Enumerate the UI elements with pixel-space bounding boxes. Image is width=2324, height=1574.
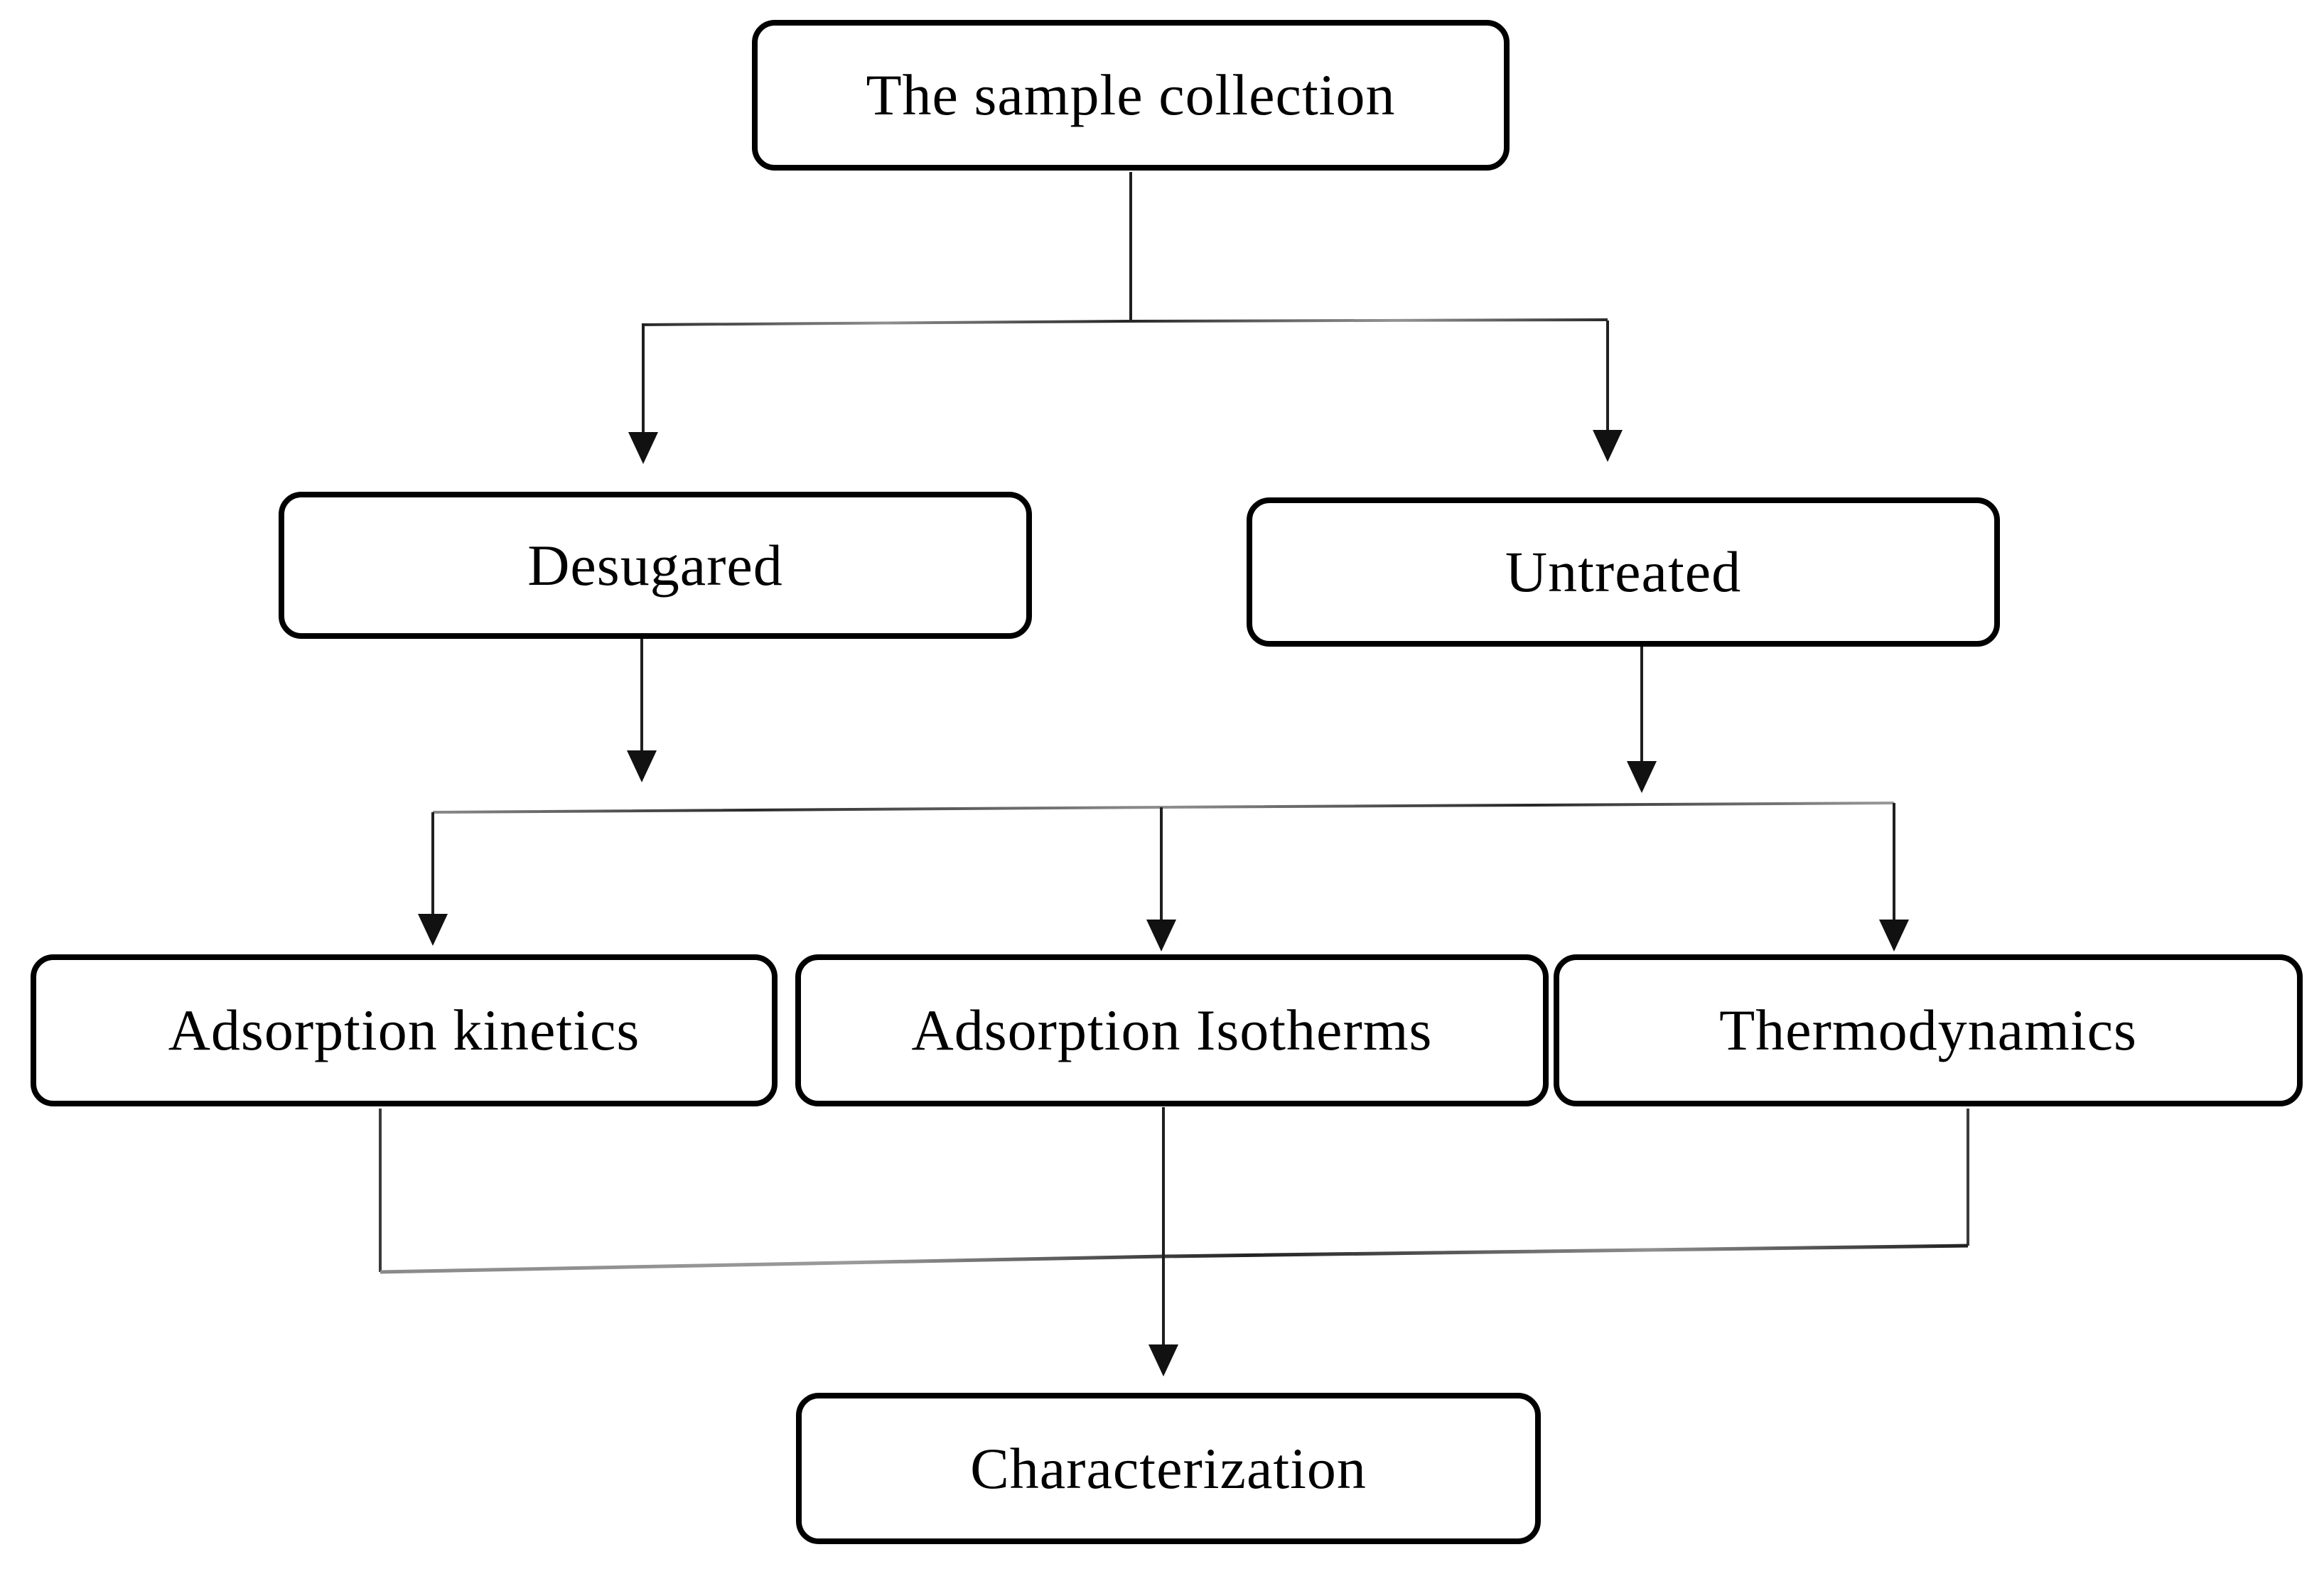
arrowhead-to-untreated <box>1593 430 1623 462</box>
split-rail-top <box>642 318 1608 326</box>
arrowhead-to-characterization <box>1148 1344 1178 1376</box>
node-sample-collection: The sample collection <box>752 20 1510 171</box>
node-characterization: Characterization <box>796 1393 1541 1544</box>
arrowhead-to-thermodynamics <box>1879 920 1909 952</box>
split-rail-middle <box>432 802 1895 814</box>
arrowhead-untreated-out <box>1627 761 1657 793</box>
node-adsorption-isotherms-label: Adsorption Isotherms <box>911 998 1433 1062</box>
node-adsorption-isotherms: Adsorption Isotherms <box>795 954 1549 1106</box>
node-desugared-label: Desugared <box>527 532 783 598</box>
arrowhead-desugared-out <box>627 750 657 782</box>
node-adsorption-kinetics-label: Adsorption kinetics <box>168 998 640 1062</box>
node-thermodynamics: Thermodynamics <box>1554 954 2303 1106</box>
arrowhead-to-isotherms <box>1146 920 1176 952</box>
node-desugared: Desugared <box>279 492 1032 639</box>
arrowhead-to-kinetics <box>418 914 448 946</box>
node-characterization-label: Characterization <box>970 1435 1367 1501</box>
node-untreated: Untreated <box>1247 497 2000 647</box>
collector-rail-bottom <box>380 1244 1969 1274</box>
node-thermodynamics-label: Thermodynamics <box>1719 998 2137 1062</box>
node-sample-collection-label: The sample collection <box>866 63 1396 127</box>
node-untreated-label: Untreated <box>1505 539 1742 604</box>
arrowhead-to-desugared <box>628 432 658 464</box>
node-adsorption-kinetics: Adsorption kinetics <box>31 954 778 1106</box>
